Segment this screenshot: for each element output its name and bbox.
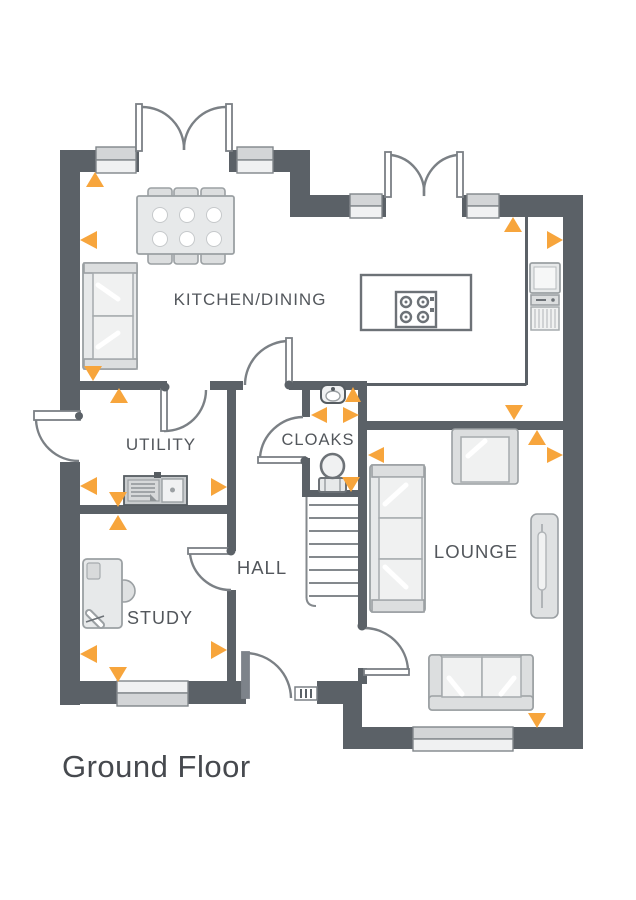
measurement-arrow-left [80,231,97,249]
radiator-unit [530,513,559,619]
label-cloaks: CLOAKS [282,431,355,449]
measurement-arrow-down [109,667,127,682]
measurement-arrow-right [211,478,227,496]
lounge-sofa-large [369,464,426,613]
door [160,382,208,433]
window [116,680,189,707]
label-lounge: LOUNGE [434,541,518,562]
label-hall: HALL [237,557,287,578]
doors [33,103,464,701]
armchair [451,428,519,485]
measurement-arrow-right [211,641,227,659]
room-labels: KITCHEN/DINING UTILITY CLOAKS HALL STUDY… [126,290,518,628]
door [243,337,294,390]
front-door [241,651,318,701]
measurement-arrow-right [343,407,359,423]
measurement-arrow-right [547,231,563,249]
dining-set [136,187,235,265]
place-setting [152,207,168,223]
window [236,146,274,174]
dishwasher [530,306,560,331]
measurement-arrow-left [368,447,384,463]
door [187,546,236,592]
door [357,621,410,676]
kitchen-appliances [529,262,561,331]
toilet [318,452,347,493]
hob [394,290,438,329]
study-desk [82,558,136,629]
measurement-arrow-right [547,447,563,463]
measurement-arrows [80,172,563,728]
place-setting [206,231,222,247]
kitchen-island [359,273,473,332]
monitor [86,562,101,580]
lounge-sofa-small [428,654,534,711]
place-setting [206,207,222,223]
measurement-arrow-down [84,366,102,381]
exterior-walls [60,150,583,749]
label-kitchen-dining: KITCHEN/DINING [174,290,327,309]
window [412,726,514,752]
window [466,193,500,219]
measurement-arrow-down [342,477,360,492]
measurement-arrow-up [528,430,546,445]
tap [331,387,335,391]
measurement-arrow-up [86,172,104,187]
page-title: Ground Floor [62,749,251,784]
window [349,193,383,219]
measurement-arrow-up [504,217,522,232]
tap [154,472,161,478]
place-setting [179,207,195,223]
french-door [384,151,464,198]
oven [530,294,560,306]
label-utility: UTILITY [126,435,196,454]
measurement-arrow-left [80,645,97,663]
measurement-arrow-down [505,405,523,420]
french-door [135,103,233,152]
utility-sink-unit [123,472,188,506]
measurement-arrow-up [110,388,128,403]
fold-corner [150,494,157,501]
door [33,410,83,463]
kitchen-sofa [82,262,138,370]
measurement-arrow-up [345,387,361,402]
stairs [305,497,358,607]
measurement-arrow-left [80,477,97,495]
measurement-arrow-down [528,713,546,728]
label-study: STUDY [127,608,193,628]
place-setting [152,231,168,247]
door [257,415,310,466]
measurement-arrow-left [311,407,327,423]
fridge [529,262,561,294]
cloaks-basin [320,384,346,404]
measurement-arrow-down [109,492,127,507]
window [95,146,137,174]
place-setting [179,231,195,247]
measurement-arrow-up [109,515,127,530]
threshold-step [294,686,318,701]
windows [95,146,514,752]
